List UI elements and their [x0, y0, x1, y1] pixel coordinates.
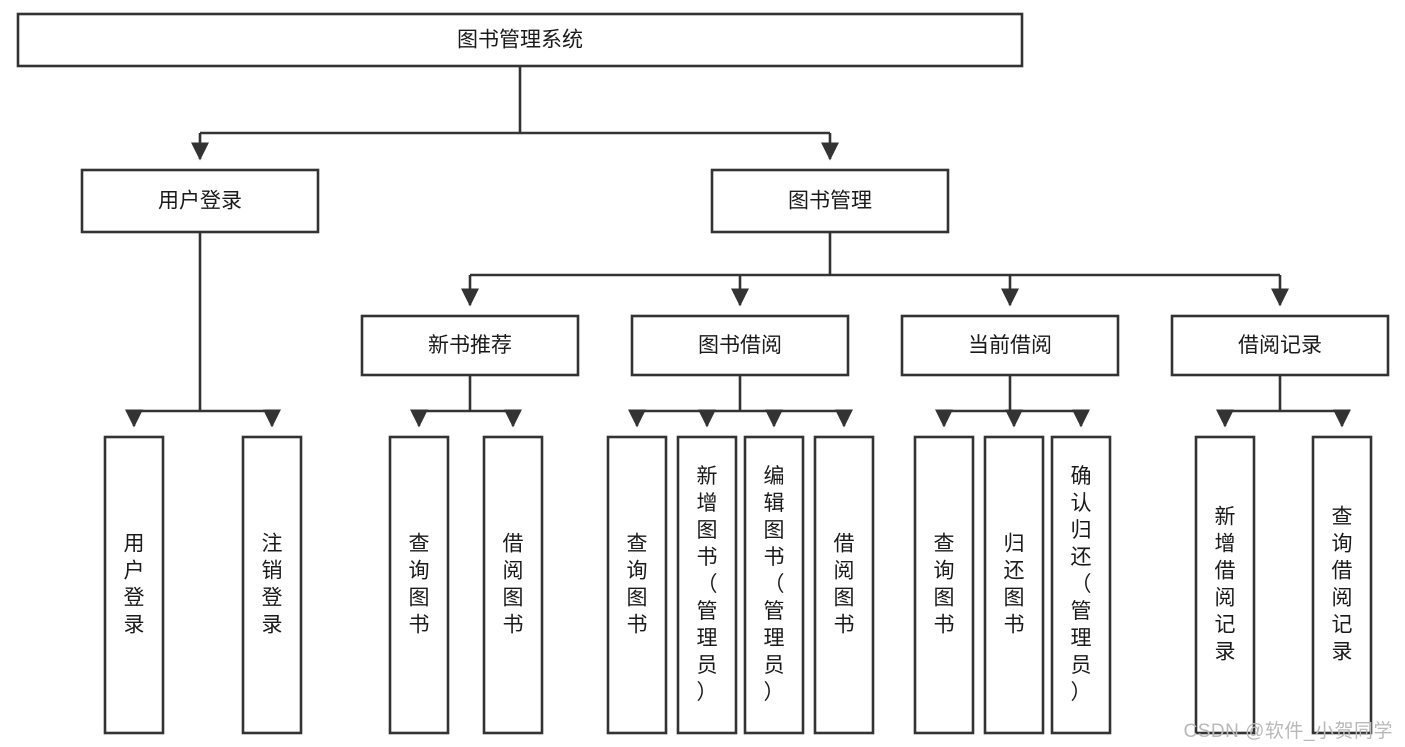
node-box: [676, 435, 738, 735]
node-label: 用户登录: [158, 190, 242, 213]
node-box: [913, 435, 975, 735]
node-new-book-rec[interactable]: 新书推荐: [360, 314, 580, 377]
node-leaf-query-record[interactable]: 查询借阅记录: [1311, 435, 1373, 735]
node-leaf-return-book[interactable]: 归还图书: [983, 435, 1045, 735]
node-box: [1050, 435, 1112, 735]
node-box: [482, 435, 544, 735]
node-box: [813, 435, 875, 735]
node-leaf-confirm-return[interactable]: 确认归还（管理员）: [1050, 435, 1112, 735]
node-leaf-borrow-book-1[interactable]: 借阅图书: [482, 435, 544, 735]
node-box: [983, 435, 1045, 735]
node-label: 归还图书: [1004, 532, 1025, 636]
node-label: 借阅图书: [834, 532, 855, 636]
node-label: 当前借阅: [968, 334, 1052, 357]
node-box: [1170, 314, 1390, 377]
node-label: 用户登录: [124, 532, 145, 636]
node-label: 图书借阅: [698, 334, 782, 357]
node-leaf-edit-book[interactable]: 编辑图书（管理员）: [743, 435, 805, 735]
node-leaf-user-login[interactable]: 用户登录: [103, 435, 165, 735]
node-box: [710, 168, 950, 234]
node-label: 编辑图书（管理员）: [764, 465, 785, 704]
node-leaf-query-book-1[interactable]: 查询图书: [388, 435, 450, 735]
node-box: [630, 314, 850, 377]
node-root[interactable]: 图书管理系统: [16, 12, 1024, 68]
node-box: [388, 435, 450, 735]
node-leaf-add-record[interactable]: 新增借阅记录: [1194, 435, 1256, 735]
node-box: [1194, 435, 1256, 735]
node-label: 注销登录: [262, 532, 283, 636]
node-box: [900, 314, 1120, 377]
node-label: 确认归还（管理员）: [1071, 465, 1092, 704]
node-leaf-query-book-2[interactable]: 查询图书: [606, 435, 668, 735]
node-label: 查询图书: [934, 532, 955, 636]
node-layer: 图书管理系统用户登录图书管理新书推荐图书借阅当前借阅借阅记录用户登录注销登录查询…: [16, 12, 1390, 735]
node-box: [743, 435, 805, 735]
node-user-login[interactable]: 用户登录: [80, 168, 320, 234]
node-leaf-add-book[interactable]: 新增图书（管理员）: [676, 435, 738, 735]
node-box: [606, 435, 668, 735]
node-box: [241, 435, 303, 735]
connector-layer: [124, 66, 1352, 428]
node-leaf-borrow-book-2[interactable]: 借阅图书: [813, 435, 875, 735]
node-label: 借阅图书: [503, 532, 524, 636]
node-label: 新增借阅记录: [1215, 505, 1236, 663]
node-borrow-record[interactable]: 借阅记录: [1170, 314, 1390, 377]
node-label: 借阅记录: [1238, 334, 1322, 357]
node-label: 图书管理: [788, 190, 872, 213]
node-box: [1311, 435, 1373, 735]
node-book-manage[interactable]: 图书管理: [710, 168, 950, 234]
node-current-borrow[interactable]: 当前借阅: [900, 314, 1120, 377]
node-leaf-user-logout[interactable]: 注销登录: [241, 435, 303, 735]
node-box: [103, 435, 165, 735]
node-box: [80, 168, 320, 234]
node-label: 新增图书（管理员）: [697, 465, 718, 704]
node-box: [16, 12, 1024, 68]
node-book-borrow[interactable]: 图书借阅: [630, 314, 850, 377]
node-label: 查询图书: [409, 532, 430, 636]
node-label: 图书管理系统: [457, 29, 583, 52]
node-label: 查询借阅记录: [1332, 505, 1353, 663]
node-box: [360, 314, 580, 377]
node-label: 新书推荐: [428, 334, 512, 357]
node-label: 查询图书: [627, 532, 648, 636]
node-leaf-query-book-3[interactable]: 查询图书: [913, 435, 975, 735]
